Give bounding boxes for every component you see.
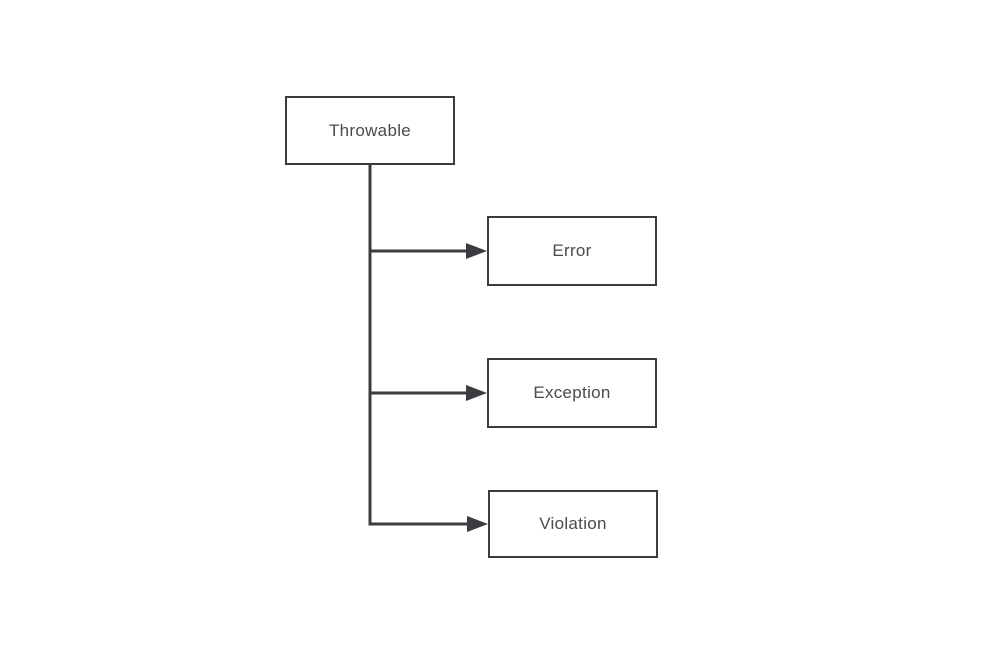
node-exception: Exception: [487, 358, 657, 428]
arrowhead-icon-exception: [466, 385, 487, 401]
node-throwable-label: Throwable: [328, 120, 412, 140]
arrowhead-icon-violation: [467, 516, 488, 532]
node-error: Error: [487, 216, 657, 286]
node-error-label: Error: [552, 241, 592, 260]
node-throwable: Throwable: [285, 96, 455, 165]
arrowhead-icon-error: [466, 243, 487, 259]
node-violation-label: Violation: [539, 514, 607, 533]
node-exception-label: Exception: [533, 383, 611, 402]
node-violation: Violation: [488, 490, 658, 558]
